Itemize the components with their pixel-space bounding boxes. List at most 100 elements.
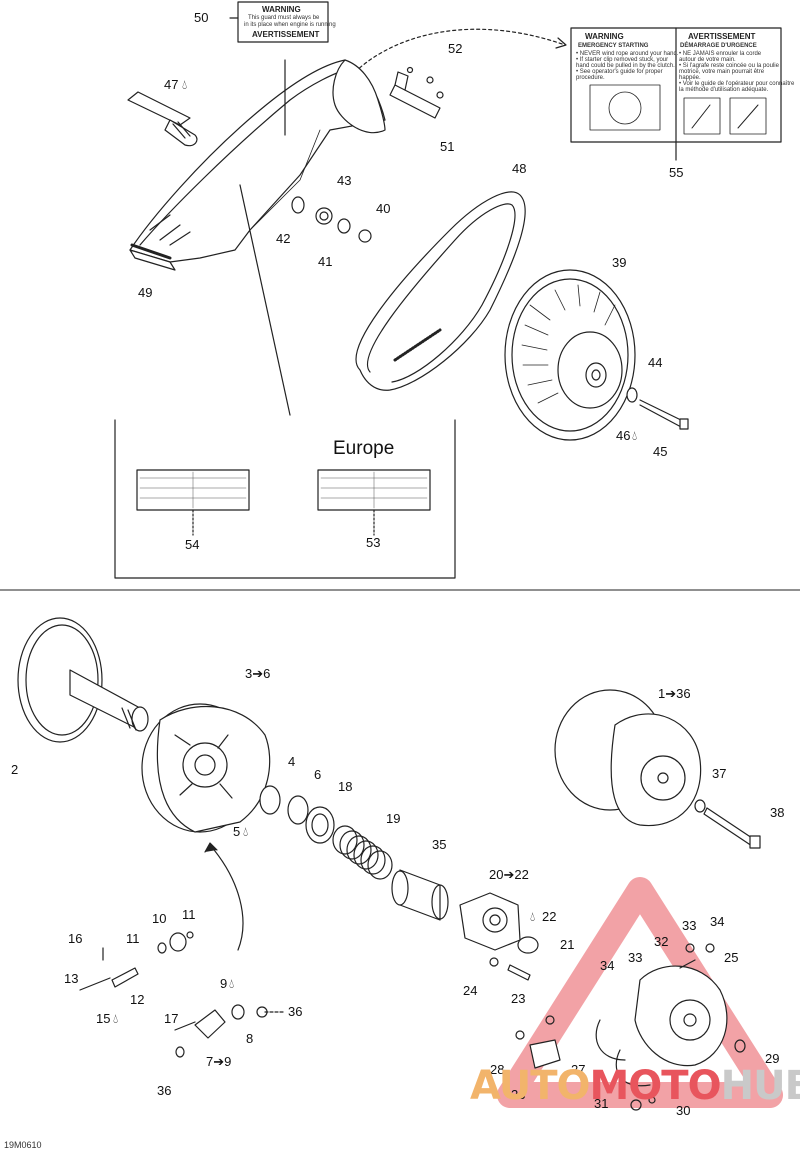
callout-5: 5 [233,824,241,839]
loctite-drop-icon: 💧︎ [632,428,638,443]
callout-55: 55 [669,165,684,180]
callout-35: 35 [432,837,447,852]
callout-17: 17 [164,1011,179,1026]
loctite-drop-icon: 💧︎ [243,824,249,839]
warning-line-fr-3: motrice, votre main pourrait être [679,69,765,75]
watermark-logo: AUTOMOTOHUB [470,1066,800,1106]
callout-43: 43 [337,173,352,188]
loctite-drop-icon: 💧︎ [229,976,235,991]
callout-52: 52 [448,41,463,56]
leader-guard-to-eu [239,184,291,416]
callout-50: 50 [194,10,209,25]
warning-decal-title-en: WARNING [585,32,624,41]
callout-4: 4 [288,754,296,769]
spider [459,892,521,951]
callout-11a: 11 [126,931,140,946]
lever-assembly [79,931,286,1058]
callout-40: 40 [376,201,391,216]
arrow-head-decal [555,37,567,49]
warning-line-en-4: procedure. [576,75,605,81]
callout-32: 32 [654,934,669,949]
decal-top-line1: This guard must always be [248,15,320,21]
callout-2: 2 [11,762,19,777]
callout-7-9: 7➔9 [206,1054,232,1069]
cap [517,936,539,954]
callout-34b: 34 [600,958,615,973]
callout-31: 31 [594,1096,609,1111]
shaft-47 [127,91,198,147]
warning-line-fr-6: la méthode d'utilisation adéquate. [679,87,769,93]
callout-51: 51 [440,139,455,154]
warning-line-fr-4: happée. [679,75,701,81]
callout-46: 46 [616,428,631,443]
screw-33 [685,943,695,953]
callout-34a: 34 [710,914,725,929]
callout-16: 16 [68,931,83,946]
callout-33b: 33 [628,950,643,965]
warning-decal-sub-en: EMERGENCY STARTING [578,43,649,49]
bolt-28 [515,1030,525,1040]
assembly-arrow [209,844,244,951]
callout-38: 38 [770,805,785,820]
warning-line-en-1: • If starter clip removed stuck, your [576,57,669,63]
sleeve [391,869,449,921]
callout-36a: 36 [288,1004,303,1019]
callout-21: 21 [560,937,575,952]
callout-48: 48 [512,161,527,176]
callout-11b: 11 [182,907,196,922]
screw-29 [734,1039,746,1053]
screw-24 [489,957,499,967]
warning-decal-sub-fr: DÉMARRAGE D'URGENCE [680,43,757,49]
warning-line-fr-0: • NE JAMAIS enrouler la corde [679,51,762,57]
loctite-drop-icon: 💧︎ [530,909,536,924]
callout-19: 19 [386,811,401,826]
callout-30: 30 [676,1103,691,1118]
warning-line-fr-5: • Voir le guide de l'opérateur pour conn… [679,81,795,87]
callout-18: 18 [338,779,353,794]
loctite-drop-icon: 💧︎ [113,1011,119,1026]
callout-44: 44 [648,355,663,370]
warning-line-fr-1: autour de votre main. [679,57,736,63]
callout-29: 29 [765,1051,780,1066]
callout-49: 49 [138,285,153,300]
watermark-part2: MOTO [589,1063,722,1109]
callout-23: 23 [511,991,526,1006]
callout-26: 26 [511,1087,526,1102]
decal-top-title: WARNING [262,5,301,14]
drive-belt [355,191,526,391]
callout-9: 9 [220,976,228,991]
spacer-27 [529,1039,561,1069]
washer-26 [545,1015,555,1025]
warning-decal-title-fr: AVERTISSEMENT [688,32,756,41]
callout-24: 24 [463,983,478,998]
callout-45: 45 [653,444,668,459]
drive-pulley [554,689,702,827]
figure-reference-code: 19M0610 [4,1140,42,1150]
callout-33a: 33 [682,918,697,933]
bushing-rings [259,785,335,844]
nut-31 [630,1099,642,1111]
guard-decal-50 [237,1,329,43]
fixed-sheave [17,617,149,743]
callout-1-36: 1➔36 [658,686,691,701]
washer-44-bolt-45 [626,387,689,430]
callout-41: 41 [318,254,333,269]
spring [332,825,393,880]
loctite-drop-icon: 💧︎ [182,77,188,92]
driven-pulley [504,269,636,441]
callout-22: 22 [542,909,557,924]
callout-12: 12 [130,992,145,1007]
callout-6: 6 [314,767,322,782]
warning-line-en-2: hand could be pulled in by the clutch. [576,63,675,69]
cover [595,965,728,1087]
warning-line-en-0: • NEVER wind rope around your hand. [576,51,679,57]
callout-28: 28 [490,1062,505,1077]
europe-label: Europe [333,438,395,459]
callout-36b: 36 [157,1083,172,1098]
callout-3-6: 3➔6 [245,666,271,681]
warning-line-fr-2: • Si l'agrafe reste coincée ou la poulie [679,63,779,69]
watermark-part3: HUB [720,1063,800,1109]
screw-23 [507,964,531,981]
callout-47: 47 [164,77,179,92]
